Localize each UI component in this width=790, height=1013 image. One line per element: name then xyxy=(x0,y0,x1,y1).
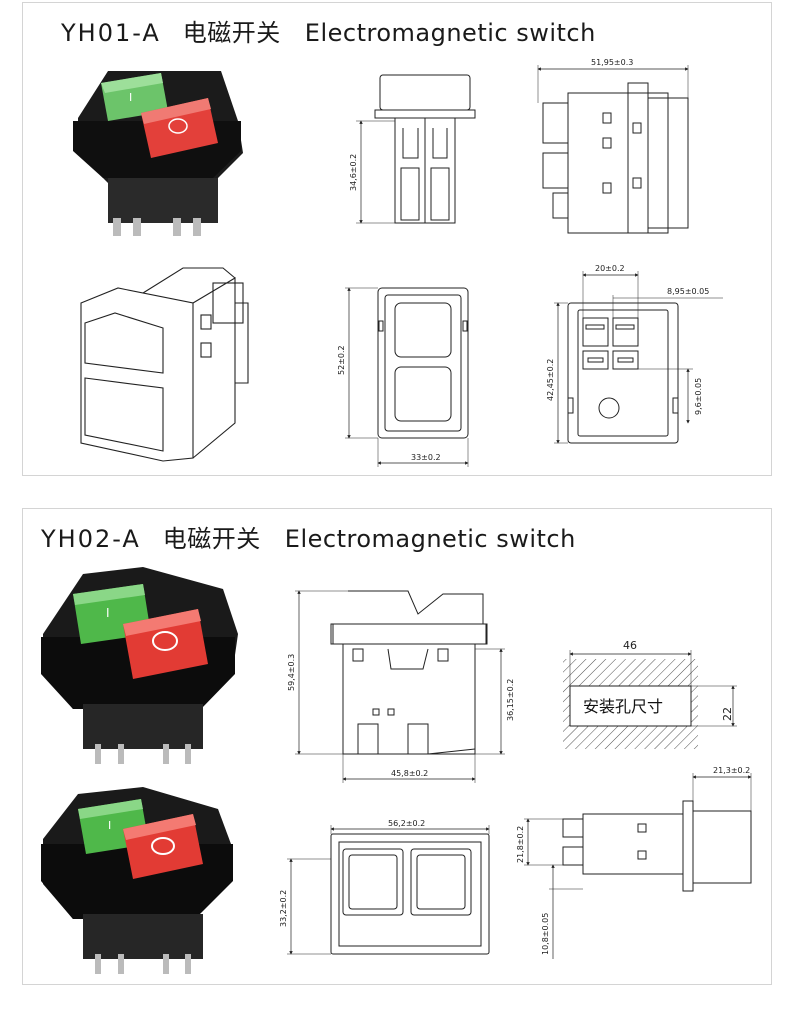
yh02-a-drawings: I I xyxy=(41,567,752,974)
model-name: YH02-A xyxy=(41,525,141,553)
side-view-yh02 xyxy=(295,590,505,783)
dim-cutout-46: 46 xyxy=(623,639,637,652)
yh01-a-drawings: I 34,6±0.2 xyxy=(73,58,723,467)
title-english: Electromagnetic switch xyxy=(284,525,576,553)
switch-photo-a: I xyxy=(41,567,238,764)
side-view-2 xyxy=(537,65,689,234)
dim-width-21-3: 21,3±0.2 xyxy=(713,766,750,775)
yh02-a-title: YH02-A 电磁开关 Electromagnetic switch xyxy=(41,519,576,554)
front-view-1 xyxy=(345,287,469,467)
dim-height-59-4: 59,4±0.3 xyxy=(287,654,296,691)
on-label: I xyxy=(106,606,110,620)
yh01-a-title: YH01-A 电磁开关 Electromagnetic switch xyxy=(61,13,596,48)
dim-width-56-2: 56,2±0.2 xyxy=(388,819,425,828)
switch-outline-perspective xyxy=(80,267,249,462)
cutout-label: 安装孔尺寸 xyxy=(583,697,663,716)
dim-height-10-8: 10,8±0.05 xyxy=(541,913,550,955)
title-english: Electromagnetic switch xyxy=(304,19,596,47)
dim-pin-pitch-20: 20±0.2 xyxy=(595,264,625,273)
side-view-1 xyxy=(356,74,476,224)
dim-height-36-15: 36,15±0.2 xyxy=(506,679,515,721)
dim-pin-width-8-95: 8,95±0.05 xyxy=(667,287,709,296)
dim-height-52: 52±0.2 xyxy=(337,345,346,375)
mounting-cutout xyxy=(563,650,737,749)
dim-width-33: 33±0.2 xyxy=(411,453,441,462)
yh01-a-panel: YH01-A 电磁开关 Electromagnetic switch I xyxy=(22,2,772,476)
dim-pin-9-6: 9,6±0.05 xyxy=(694,378,703,415)
model-name: YH01-A xyxy=(61,19,161,47)
terminal-view-yh02 xyxy=(524,773,752,959)
switch-photo-top: I xyxy=(73,71,243,236)
front-view-yh02 xyxy=(287,825,490,955)
dim-height-33-2: 33,2±0.2 xyxy=(279,890,288,927)
off-label-ring xyxy=(168,118,188,134)
dim-cutout-22: 22 xyxy=(721,707,734,721)
on-label: I xyxy=(129,91,132,104)
title-chinese: 电磁开关 xyxy=(182,19,281,47)
dim-height-42-45: 42,45±0.2 xyxy=(546,359,555,401)
switch-photo-b: I xyxy=(41,787,233,974)
off-label-ring xyxy=(152,631,178,651)
dim-width-51-95: 51,95±0.3 xyxy=(591,58,633,67)
dim-width-45-8: 45,8±0.2 xyxy=(391,769,428,778)
dim-height-34-6: 34,6±0.2 xyxy=(349,154,358,191)
dim-height-21-8: 21,8±0.2 xyxy=(516,826,525,863)
title-chinese: 电磁开关 xyxy=(162,525,261,553)
yh02-a-panel: YH02-A 电磁开关 Electromagnetic switch I xyxy=(22,508,772,985)
terminal-view-1 xyxy=(554,271,723,444)
on-label: I xyxy=(108,819,111,832)
off-label-ring xyxy=(151,837,175,855)
